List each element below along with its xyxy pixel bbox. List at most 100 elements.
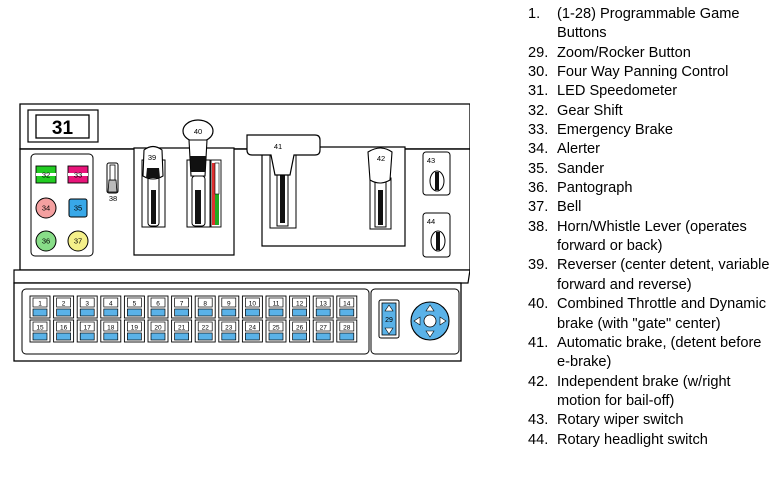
- game-button[interactable]: 10: [241, 295, 263, 319]
- game-button[interactable]: 6: [147, 295, 169, 319]
- game-button-label: 4: [109, 301, 113, 308]
- game-button[interactable]: 2: [53, 295, 75, 319]
- independent-brake-label: 42: [377, 154, 385, 163]
- legend-item: 32.Gear Shift: [528, 102, 778, 121]
- legend-number: 30.: [528, 64, 549, 81]
- game-button[interactable]: 14: [336, 295, 358, 319]
- game-button[interactable]: 20: [147, 319, 169, 343]
- game-button-label: 14: [343, 301, 351, 308]
- game-button[interactable]: 5: [123, 295, 145, 319]
- game-button[interactable]: 3: [76, 295, 98, 319]
- zoom-rocker-button[interactable]: [378, 299, 400, 339]
- game-button-label: 17: [84, 325, 92, 332]
- game-button-label: 20: [154, 325, 162, 332]
- legend-number: 42.: [528, 373, 549, 390]
- automatic-brake-lever[interactable]: [246, 134, 321, 227]
- game-button[interactable]: 1: [29, 295, 51, 319]
- legend-text: Rotary wiper switch: [557, 412, 684, 429]
- legend-item: 30.Four Way Panning Control: [528, 63, 778, 82]
- function-button[interactable]: 35: [68, 198, 88, 218]
- game-button[interactable]: 23: [218, 319, 240, 343]
- legend-number: 43.: [528, 412, 549, 429]
- game-button-label: 23: [225, 325, 233, 332]
- legend-item: 43. Rotary wiper switch: [528, 411, 778, 430]
- function-button[interactable]: 37: [67, 230, 89, 252]
- legend-number: 33.: [528, 122, 549, 139]
- game-button-label: 2: [62, 301, 66, 308]
- function-button[interactable]: 32: [35, 165, 57, 184]
- game-button[interactable]: 26: [289, 319, 311, 343]
- throttle-lever[interactable]: [182, 119, 214, 227]
- function-button-label: 34: [42, 204, 50, 213]
- game-button[interactable]: 12: [289, 295, 311, 319]
- legend-number: 35.: [528, 160, 549, 177]
- game-button-label: 13: [320, 301, 328, 308]
- game-button[interactable]: 13: [312, 295, 334, 319]
- game-button-label: 3: [85, 301, 89, 308]
- headlight-rotary-switch[interactable]: [430, 230, 446, 252]
- reverser-lever[interactable]: [142, 145, 164, 227]
- wiper-rotary-switch[interactable]: [429, 170, 445, 192]
- legend-number: 44.: [528, 431, 549, 448]
- game-button-label: 18: [107, 325, 115, 332]
- function-button-label: 36: [42, 237, 50, 246]
- panel-bevel: [13, 269, 471, 284]
- horn-lever[interactable]: [106, 162, 119, 194]
- game-button[interactable]: 22: [194, 319, 216, 343]
- speedometer-label: 31: [52, 118, 74, 139]
- independent-brake-lever[interactable]: [367, 147, 393, 228]
- game-button[interactable]: 18: [100, 319, 122, 343]
- function-button[interactable]: 36: [35, 230, 57, 252]
- pan-right-arrow: [439, 316, 447, 326]
- legend-item: 29. Zoom/Rocker Button: [528, 44, 778, 63]
- game-button[interactable]: 16: [53, 319, 75, 343]
- legend-text: Emergency Brake: [557, 122, 673, 139]
- four-way-pan-control[interactable]: [410, 301, 450, 341]
- legend-number: 31.: [528, 83, 549, 100]
- game-button[interactable]: 9: [218, 295, 240, 319]
- legend-item: 1.(1-28) Programmable Game Buttons: [528, 5, 778, 44]
- game-button-label: 8: [203, 301, 207, 308]
- game-button[interactable]: 11: [265, 295, 287, 319]
- game-button-label: 7: [180, 301, 184, 308]
- legend-text: Horn/Whistle Lever (operates forward or …: [557, 218, 747, 255]
- game-button[interactable]: 19: [123, 319, 145, 343]
- game-button-label: 26: [296, 325, 304, 332]
- function-button-label: 32: [42, 171, 50, 180]
- game-button[interactable]: 25: [265, 319, 287, 343]
- game-button-label: 24: [249, 325, 257, 332]
- legend-item: 33. Emergency Brake: [528, 121, 778, 140]
- function-button[interactable]: 33: [67, 165, 89, 184]
- legend-text: Zoom/Rocker Button: [557, 44, 691, 61]
- game-button-label: 9: [227, 301, 231, 308]
- legend-item: 35.Sander: [528, 160, 778, 179]
- game-button[interactable]: 4: [100, 295, 122, 319]
- game-button[interactable]: 7: [171, 295, 193, 319]
- game-button[interactable]: 17: [76, 319, 98, 343]
- game-button[interactable]: 21: [171, 319, 193, 343]
- legend-text: Independent brake (w/right motion for ba…: [557, 373, 731, 409]
- legend-number: 40.: [528, 296, 549, 313]
- legend-text: Rotary headlight switch: [557, 431, 708, 448]
- game-button[interactable]: 27: [312, 319, 334, 343]
- game-button-label: 21: [178, 325, 186, 332]
- legend-number: 29.: [528, 44, 549, 61]
- game-button-label: 1: [38, 301, 42, 308]
- game-button[interactable]: 28: [336, 319, 358, 343]
- game-button-label: 19: [131, 325, 139, 332]
- legend-text: Pantograph: [557, 180, 633, 197]
- function-button[interactable]: 34: [35, 197, 57, 219]
- game-button[interactable]: 15: [29, 319, 51, 343]
- game-button-label: 28: [343, 325, 351, 332]
- game-button[interactable]: 8: [194, 295, 216, 319]
- game-button[interactable]: 24: [241, 319, 263, 343]
- game-button-label: 5: [133, 301, 137, 308]
- legend-number: 38.: [528, 218, 549, 235]
- legend-item: 31.LED Speedometer: [528, 82, 778, 101]
- legend-item: 34. Alerter: [528, 140, 778, 159]
- legend-text: Alerter: [557, 141, 600, 158]
- legend-text: Combined Throttle and Dynamic brake (wit…: [557, 296, 767, 332]
- legend-number: 34.: [528, 141, 549, 158]
